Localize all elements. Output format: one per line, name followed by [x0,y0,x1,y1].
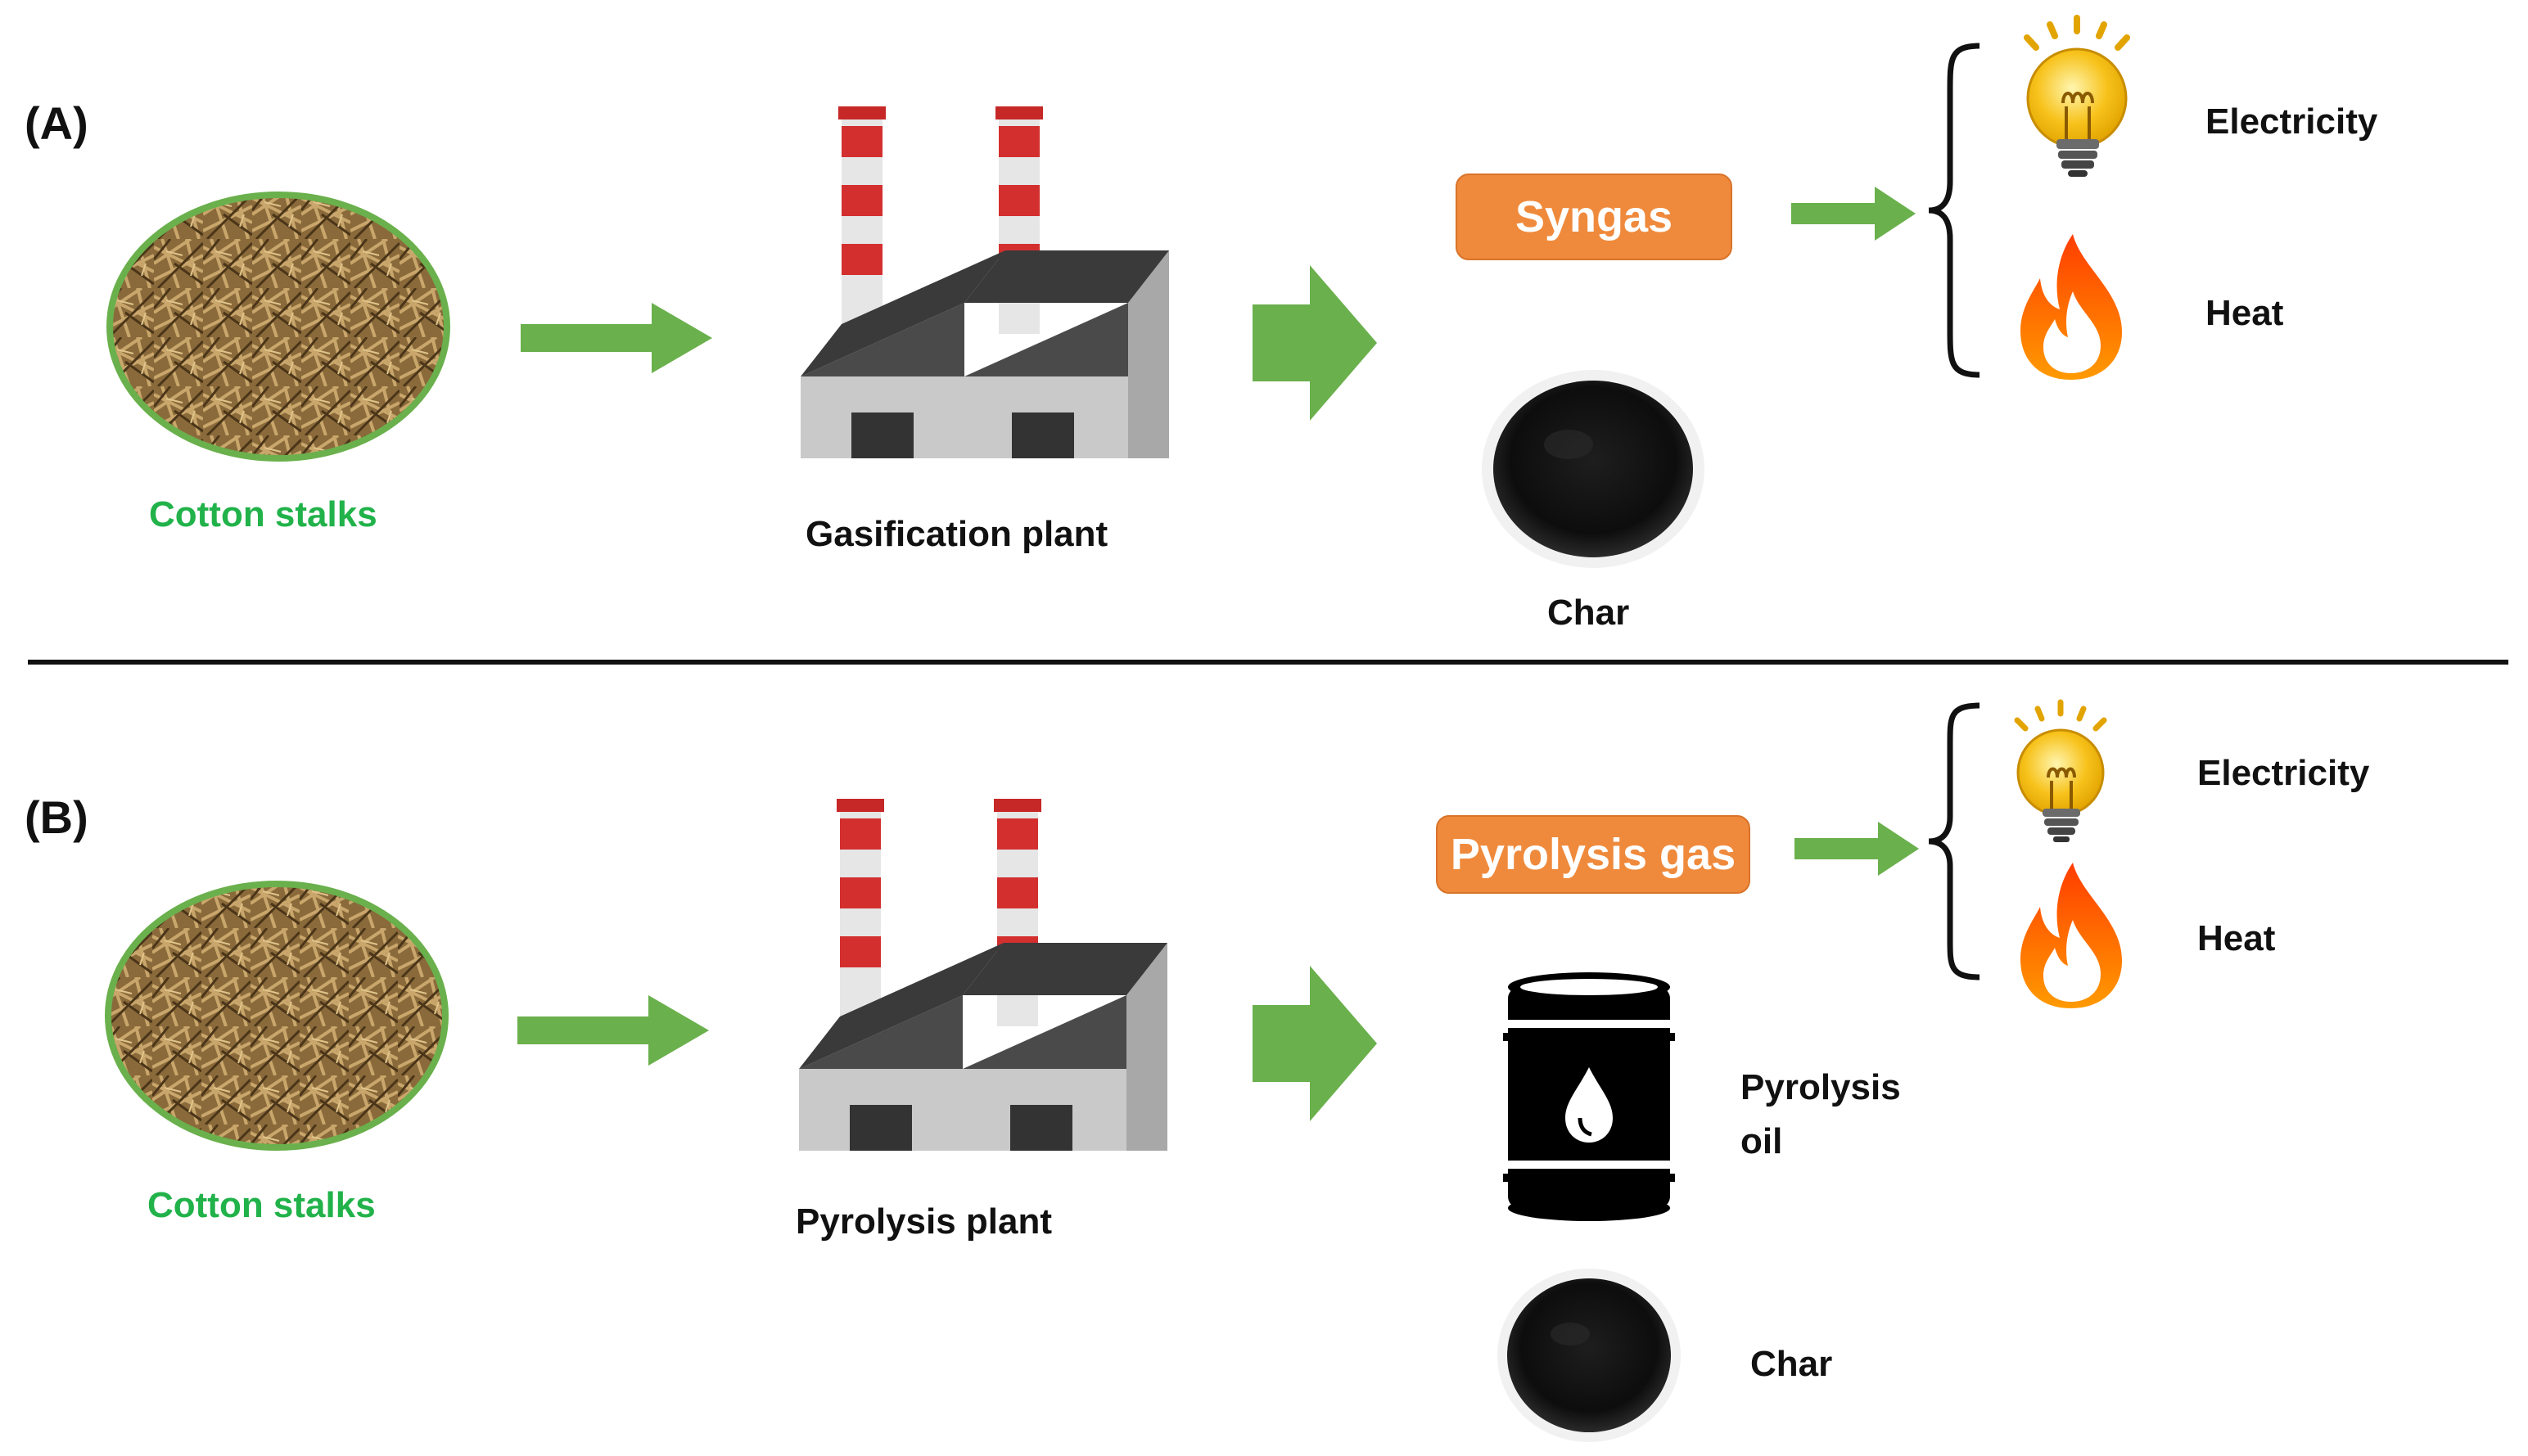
arrow-right-icon [517,995,709,1066]
char-label: Char [1547,593,1630,633]
curly-brace-icon [1928,43,1980,378]
output-label-electricity: Electricity [2205,101,2378,142]
char-pile-icon [1497,1269,1681,1442]
flame-icon [2020,863,2122,1008]
arrow-right-icon [1794,822,1919,876]
plant-label: Gasification plant [806,514,1108,554]
cotton-stalks-image [105,881,449,1151]
output-label-heat: Heat [2205,293,2284,333]
cotton-stalks-image [106,192,450,462]
lightbulb-icon [2014,699,2107,842]
char-label: Char [1750,1344,1833,1384]
output-label-heat: Heat [2197,918,2276,958]
factory-icon [799,799,1167,1151]
lightbulb-icon [2024,15,2130,177]
arrow-right-icon [521,303,712,373]
oil-label-line1: Pyrolysis [1740,1067,1901,1107]
oil-label-line2: oil [1740,1121,1783,1161]
gas-pill: Syngas [1456,174,1732,260]
arrow-right-icon [1791,187,1916,241]
panel-label-a: (A) [25,97,88,149]
plant-label: Pyrolysis plant [796,1201,1053,1242]
oil-barrel-icon [1503,972,1675,1221]
factory-icon [801,106,1169,458]
char-pile-icon [1482,370,1704,568]
feedstock-label: Cotton stalks [149,494,377,534]
arrow-right-icon [1253,966,1377,1121]
gas-pill: Pyrolysis gas [1436,815,1750,894]
output-label-electricity: Electricity [2197,753,2370,793]
curly-brace-icon [1928,702,1980,980]
feedstock-label: Cotton stalks [147,1185,376,1225]
panel-divider [28,660,2508,665]
panel-label-b: (B) [25,791,88,843]
arrow-right-icon [1253,265,1377,421]
flame-icon [2020,234,2122,380]
